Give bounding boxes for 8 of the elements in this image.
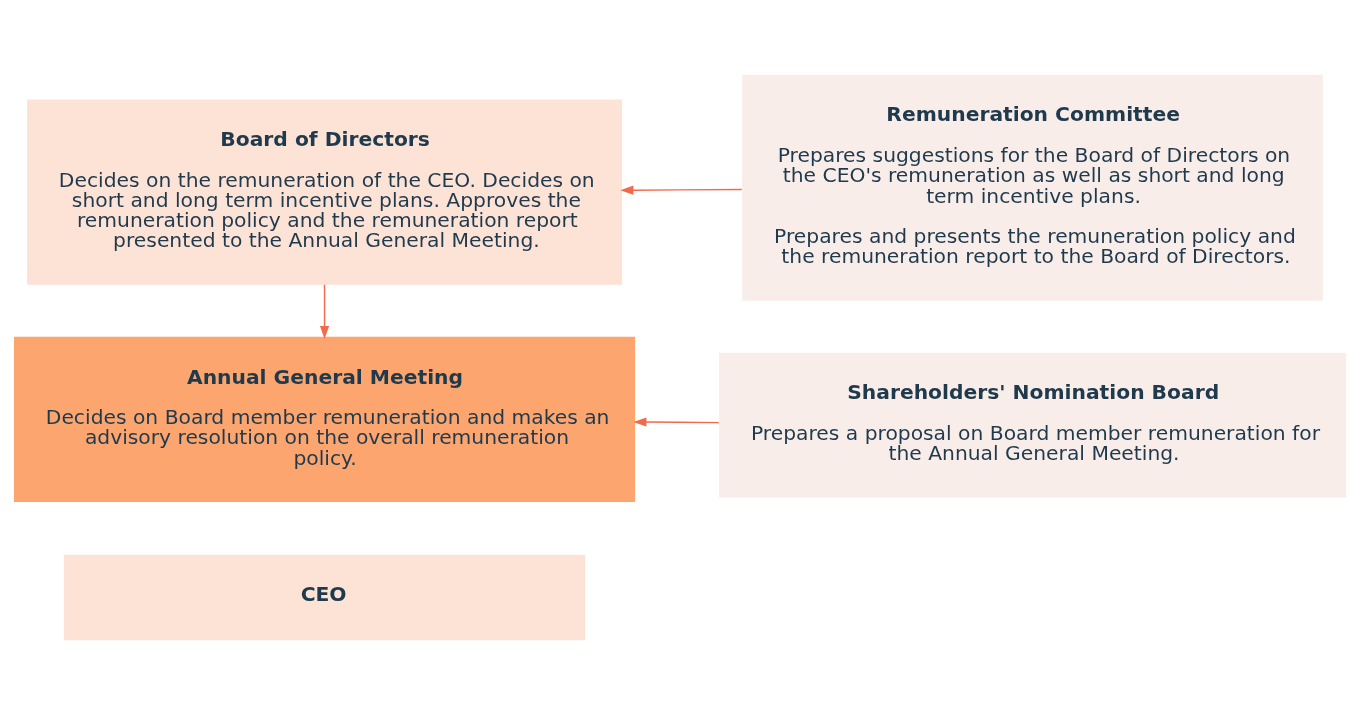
node-box: Annual General Meeting Decides on Board member remuneration and makes an advisory resolution on the overall remuneration policy.	[13, 336, 636, 502]
arrow	[319, 284, 330, 339]
node-box: CEO	[63, 554, 586, 641]
arrow	[620, 185, 743, 195]
arrow	[633, 417, 720, 427]
node-box: Shareholders' Nomination Board Prepares a proposal on Board member remuneration for the Annual General Meeting.	[719, 352, 1347, 498]
node-box: Board of Directors Decides on the remuneration of the CEO. Decides on short and long term incentive plans. Approves the remuneration policy and the remuneration report presented to the Annual General Meeting.	[27, 99, 623, 285]
node-box: Remuneration Committee Prepares suggestions for the Board of Directors on the CEO's remuneration as well as short and long term incentive plans. Prepares and presents the remuneration policy and the remuneration report to the Board of Directors.	[742, 74, 1323, 301]
